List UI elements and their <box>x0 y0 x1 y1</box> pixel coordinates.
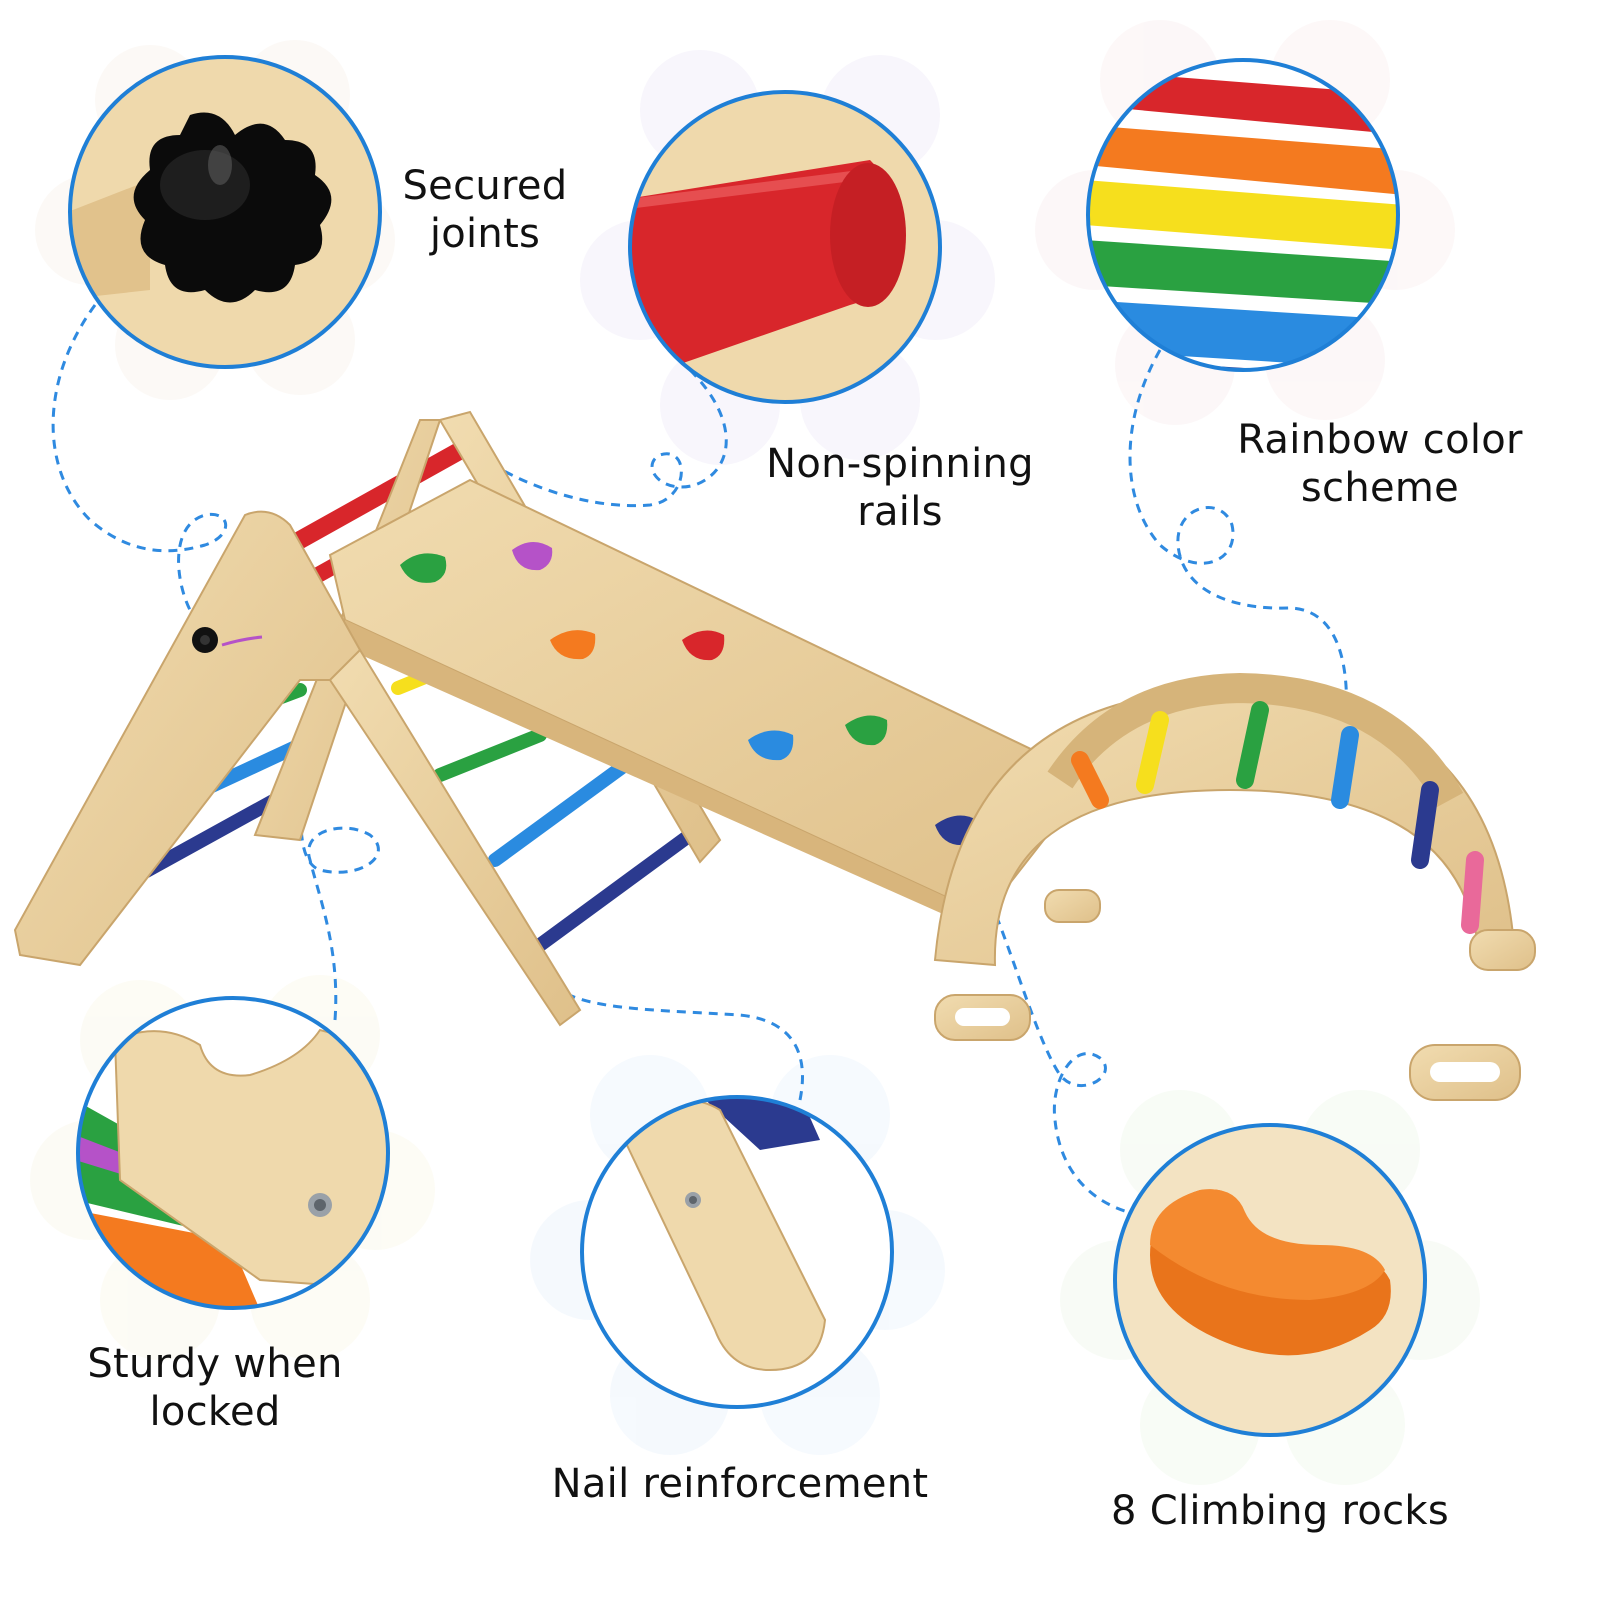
climbing-rock-icon <box>1150 1189 1391 1356</box>
label-non-spinning-rails: Non-spinning rails <box>760 440 1040 536</box>
label-sturdy-when-locked: Sturdy when locked <box>80 1340 350 1436</box>
label-line: scheme <box>1300 465 1460 511</box>
detail-circle-sturdy-when-locked <box>76 996 390 1310</box>
label-line: Nail reinforcement <box>551 1461 929 1507</box>
arch-rungs <box>1071 701 1484 934</box>
label-line: Sturdy when <box>87 1341 343 1387</box>
detail-circle-climbing-rocks <box>1113 1123 1427 1437</box>
connector-non-spinning-rails <box>477 368 728 508</box>
label-line: joints <box>429 211 541 257</box>
label-nail-reinforcement: Nail reinforcement <box>540 1460 940 1508</box>
label-line: rails <box>857 489 943 535</box>
label-line: locked <box>149 1389 281 1435</box>
detail-circle-secured-joints <box>68 55 382 369</box>
detail-circle-non-spinning-rails <box>628 90 942 404</box>
label-line: 8 Climbing rocks <box>1110 1488 1450 1534</box>
detail-circle-rainbow-colors <box>1086 58 1400 372</box>
label-line: Rainbow color <box>1237 417 1523 463</box>
detail-circle-nail-reinforcement <box>580 1095 894 1409</box>
product-climbing-set <box>13 410 1536 1101</box>
knob-icon <box>192 627 263 653</box>
label-line: Non-spinning <box>766 441 1034 487</box>
connector-rainbow-colors <box>1128 349 1348 731</box>
label-secured-joints: Secured joints <box>385 162 585 258</box>
connector-secured-joints <box>51 304 228 641</box>
label-rainbow-color-scheme: Rainbow color scheme <box>1225 416 1535 512</box>
connector-sturdy-when-locked <box>299 714 380 1021</box>
label-line: Secured <box>402 163 568 209</box>
label-climbing-rocks: 8 Climbing rocks <box>1100 1487 1460 1535</box>
